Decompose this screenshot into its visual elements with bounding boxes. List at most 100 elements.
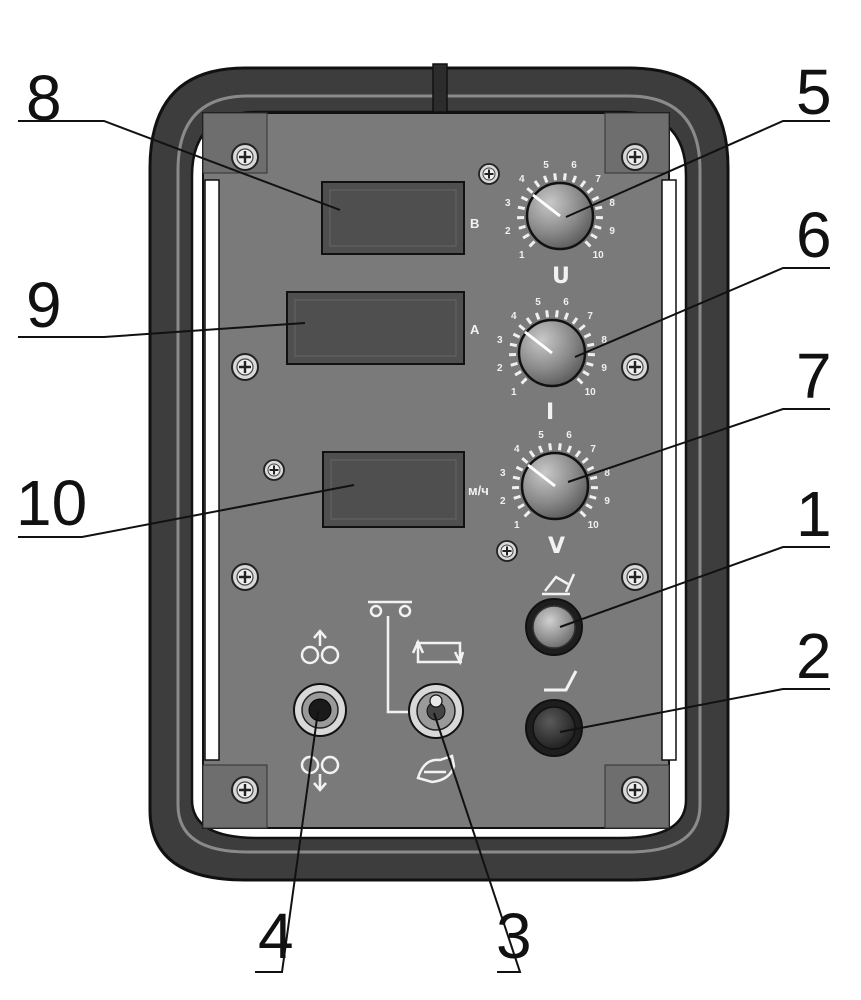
voltage-display: В [321,181,479,255]
screw-low-left [230,562,260,592]
knob-scale-label: 8 [604,468,610,479]
knob-tick [514,370,522,377]
knob-scale-label: 9 [609,226,615,237]
knob-scale-label: 5 [538,430,544,441]
knob-tick [590,233,598,240]
knob-scale-label: 4 [511,311,517,322]
knob-scale-label: 4 [519,174,525,185]
knob-tick [591,195,600,202]
current-knob-symbol: I [546,400,554,425]
weld-start-icon [544,670,578,692]
callout-7: 7 [796,340,832,412]
knob-scale-label: 7 [587,311,593,322]
callout-8: 8 [26,62,62,134]
screw-small-bottom [496,540,518,562]
wire-speed-knob-symbol: V [548,534,565,559]
knob-tick [563,312,570,321]
knob-tick [586,465,595,472]
knob-scale-label: 1 [519,250,525,261]
knob-tick [528,240,536,248]
leader-lines [18,120,830,973]
knob-tick [534,312,541,321]
knob-scale-label: 3 [505,198,511,209]
knob-tick [512,332,521,339]
knob-tick [522,233,530,240]
knob-tick [509,342,518,348]
screw-bottom-right [620,775,650,805]
knob-tick [526,187,534,194]
knob-tick [513,494,521,500]
knob-tick [554,310,559,318]
cycle-mode-icon [411,638,465,666]
knob-tick [571,317,579,325]
knob-scale-label: 6 [571,160,577,171]
wire-speed-display: м/ч [322,451,489,528]
callout-6: 6 [796,199,832,271]
knob-tick [566,445,573,454]
knob-scale-label: 3 [497,335,503,346]
knob-tick [579,510,587,518]
current-unit-label: А [470,322,480,337]
knob-tick [545,310,550,318]
knob-tick [517,205,526,211]
knob-tick [518,324,526,331]
knob-tick [586,342,595,348]
knob-tick [518,224,526,230]
wire-feed-icon [542,573,576,596]
knob-tick [548,443,553,451]
screw-small-left [263,459,285,481]
knob-scale-label: 2 [497,363,503,374]
knob-tick [581,457,589,464]
knob-tick [520,195,529,202]
knob-tick [589,475,598,481]
knob-scale-label: 7 [595,174,601,185]
callout-4: 4 [258,900,294,972]
knob-tick [576,377,584,385]
knob-scale-label: 6 [566,430,572,441]
knob-scale-label: 7 [590,444,596,455]
mode-toggle[interactable] [368,600,465,784]
screw-top-right [620,142,650,172]
knob-tick [520,377,528,385]
knob-tick [578,324,586,331]
knob-tick [517,503,525,510]
knob-tick [512,475,521,481]
screw-top-left [230,142,260,172]
screw-low-right [620,562,650,592]
wire-direction-toggle[interactable] [293,629,347,792]
callout-5: 5 [796,56,832,128]
knob-tick [537,445,544,454]
knob-scale-label: 5 [543,160,549,171]
knob-tick [533,180,541,188]
knob-scale-label: 1 [511,387,517,398]
knob-tick [528,450,536,458]
knob-scale-label: 2 [505,226,511,237]
callout-1: 1 [796,478,832,550]
knob-tick [510,361,518,367]
knob-scale-label: 6 [563,297,569,308]
voltage-knob-symbol: U [552,264,570,289]
knob-scale-label: 9 [601,363,607,374]
knob-tick [586,361,594,367]
knob-tick [553,173,558,181]
knob-tick [523,510,531,518]
knob-tick [584,240,592,248]
knob-tick [515,465,524,472]
voltage-unit-label: В [470,216,479,231]
knob-tick [542,175,549,184]
knob-tick [525,317,533,325]
callout-9: 9 [26,269,62,341]
callout-3: 3 [496,900,532,972]
knob-scale-label: 1 [514,520,520,531]
weld-start-button[interactable] [525,670,583,757]
knob-tick [579,180,587,188]
knob-tick [589,494,597,500]
trigger-mode-icon [368,600,412,714]
wire-feed-button[interactable] [525,573,583,656]
screw-mid-right [620,352,650,382]
manual-mode-icon [416,754,456,784]
